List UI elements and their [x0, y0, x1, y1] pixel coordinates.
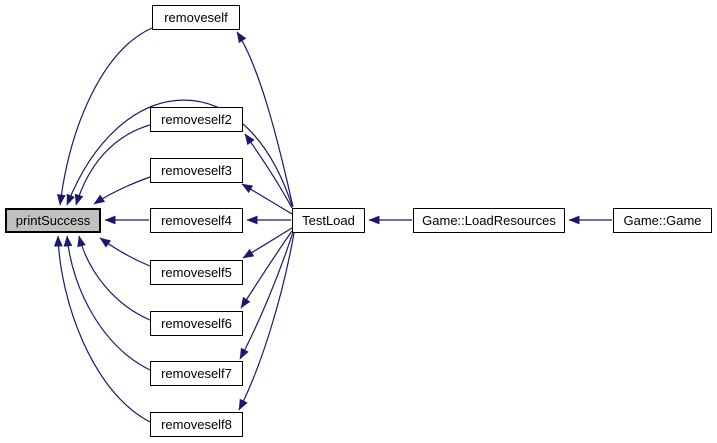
- node-testload[interactable]: TestLoad: [292, 208, 365, 233]
- node-removeself6[interactable]: removeself6: [150, 311, 243, 336]
- node-removeself2[interactable]: removeself2: [150, 107, 243, 132]
- edge-removeself3-printSuccess: [93, 176, 151, 205]
- edge-TestLoad-removeself: [236, 31, 294, 208]
- edge-removeself8-printSuccess: [53, 235, 151, 423]
- edge-TestLoad-removeself5: [242, 227, 293, 259]
- node-removeself8[interactable]: removeself8: [150, 412, 243, 437]
- node-removeself5[interactable]: removeself5: [150, 260, 243, 285]
- edge-TestLoad-removeself2: [244, 133, 293, 209]
- edge-TestLoad-removeself8: [238, 232, 295, 411]
- node-removeself7[interactable]: removeself7: [150, 361, 243, 386]
- edge-TestLoad-printSuccess: [66, 99, 293, 207]
- node-removeself4[interactable]: removeself4: [150, 208, 243, 233]
- node-game-game[interactable]: Game::Game: [613, 208, 712, 233]
- node-game-loadresources[interactable]: Game::LoadResources: [413, 208, 565, 233]
- node-removeself[interactable]: removeself: [152, 5, 240, 30]
- edge-removeself2-printSuccess: [74, 124, 151, 206]
- node-removeself3[interactable]: removeself3: [150, 158, 243, 183]
- node-printsuccess[interactable]: printSuccess: [5, 208, 101, 233]
- edge-TestLoad-removeself7: [239, 231, 294, 360]
- edge-removeself7-printSuccess: [63, 235, 151, 371]
- edge-removeself-printSuccess: [56, 27, 153, 206]
- edge-TestLoad-removeself6: [240, 230, 293, 309]
- edge-TestLoad-removeself3: [241, 183, 293, 215]
- edge-removeself5-printSuccess: [99, 237, 151, 267]
- edge-removeself6-printSuccess: [77, 235, 151, 321]
